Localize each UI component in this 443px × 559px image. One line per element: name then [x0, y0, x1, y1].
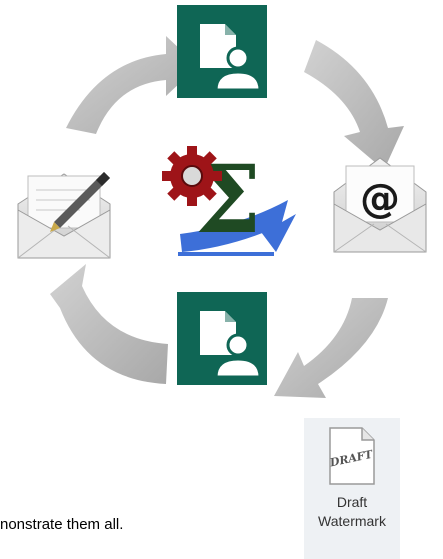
arrow-top-right: [304, 40, 404, 170]
draft-document-icon: DRAFT: [328, 427, 375, 485]
document-user-icon: [177, 292, 267, 385]
button-label-line1: Draft: [336, 494, 368, 510]
envelope-pen-icon: [17, 172, 111, 259]
svg-text:@: @: [360, 176, 400, 222]
arrow-bottom-left: [50, 264, 168, 384]
button-label-line2: Watermark: [318, 513, 386, 529]
arrow-top-left: [66, 36, 198, 134]
draft-watermark-button[interactable]: DRAFT Draft Watermark: [304, 418, 400, 559]
document-user-icon: [177, 5, 267, 98]
envelope-at-icon: @: [333, 157, 427, 253]
gear-sigma-icon: Σ: [162, 145, 296, 256]
caption-text: nonstrate them all.: [0, 516, 124, 533]
arrow-bottom-right: [274, 298, 388, 398]
